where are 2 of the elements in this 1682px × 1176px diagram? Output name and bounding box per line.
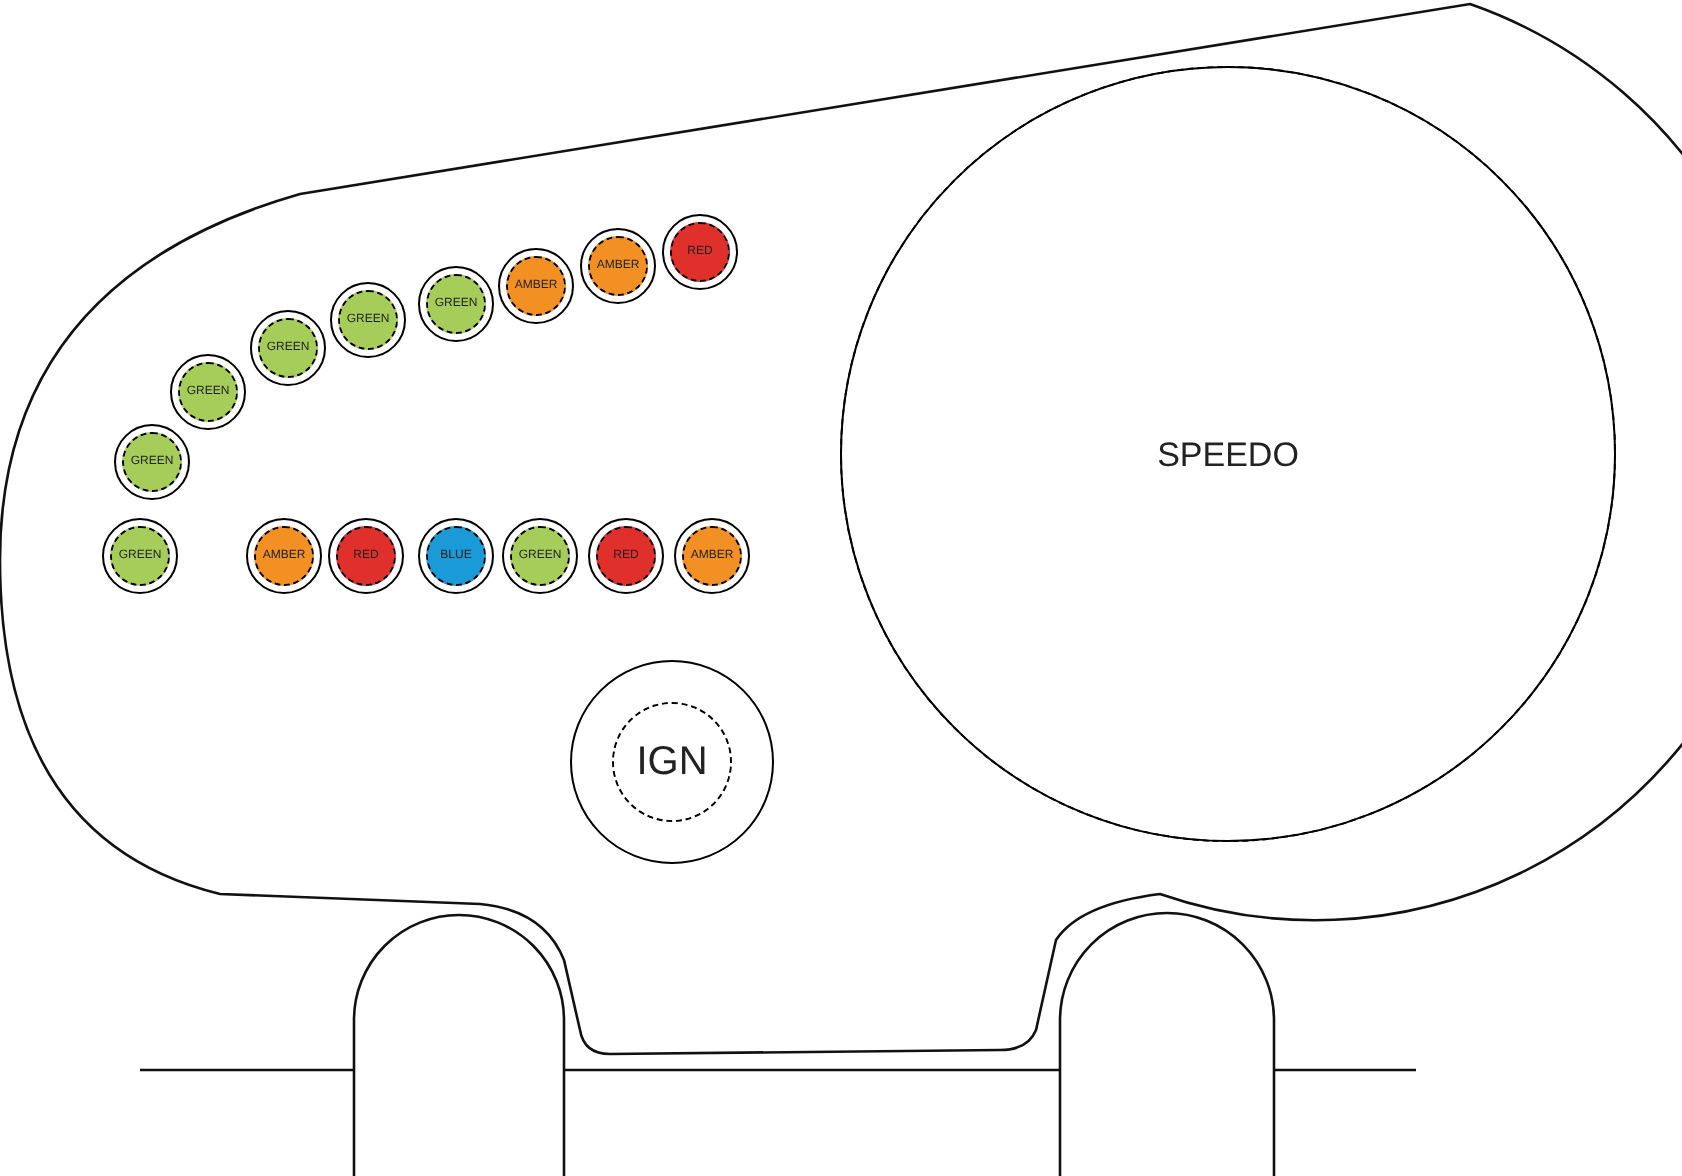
lamp-label: SPEEDO [1157,437,1299,471]
lamp-label: IGN [636,742,708,782]
